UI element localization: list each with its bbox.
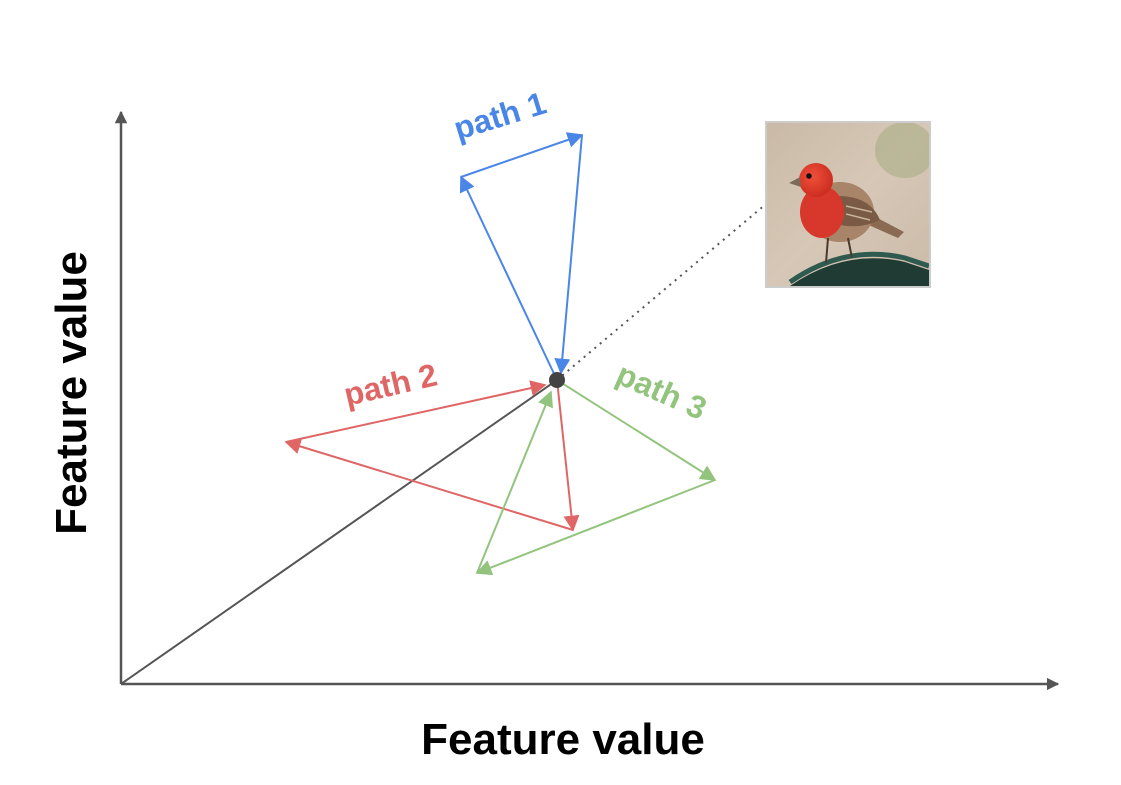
path-2-segment: [556, 379, 580, 532]
dotted-connector: [556, 203, 767, 381]
input-point: [549, 372, 565, 388]
path-2-segment: [285, 380, 547, 443]
path-1-segment: [459, 175, 558, 381]
path-2: [284, 379, 580, 532]
path-3-segment: [476, 390, 553, 574]
bird-photo: [765, 121, 931, 288]
path-2-segment: [284, 438, 574, 531]
path-3: [475, 379, 717, 576]
path-3-segment: [475, 479, 716, 576]
x-axis-title: Feature value: [421, 715, 705, 764]
path-1-segment: [554, 134, 583, 375]
path-1-segment: [460, 132, 584, 178]
y-axis-title: Feature value: [47, 251, 96, 535]
path-2-label: path 2: [340, 357, 440, 413]
path-3-label: path 3: [611, 356, 712, 427]
baseline-line: [120, 379, 558, 685]
path-1-label: path 1: [450, 85, 551, 147]
path-3-segment: [556, 379, 717, 481]
path-1: [459, 132, 584, 381]
